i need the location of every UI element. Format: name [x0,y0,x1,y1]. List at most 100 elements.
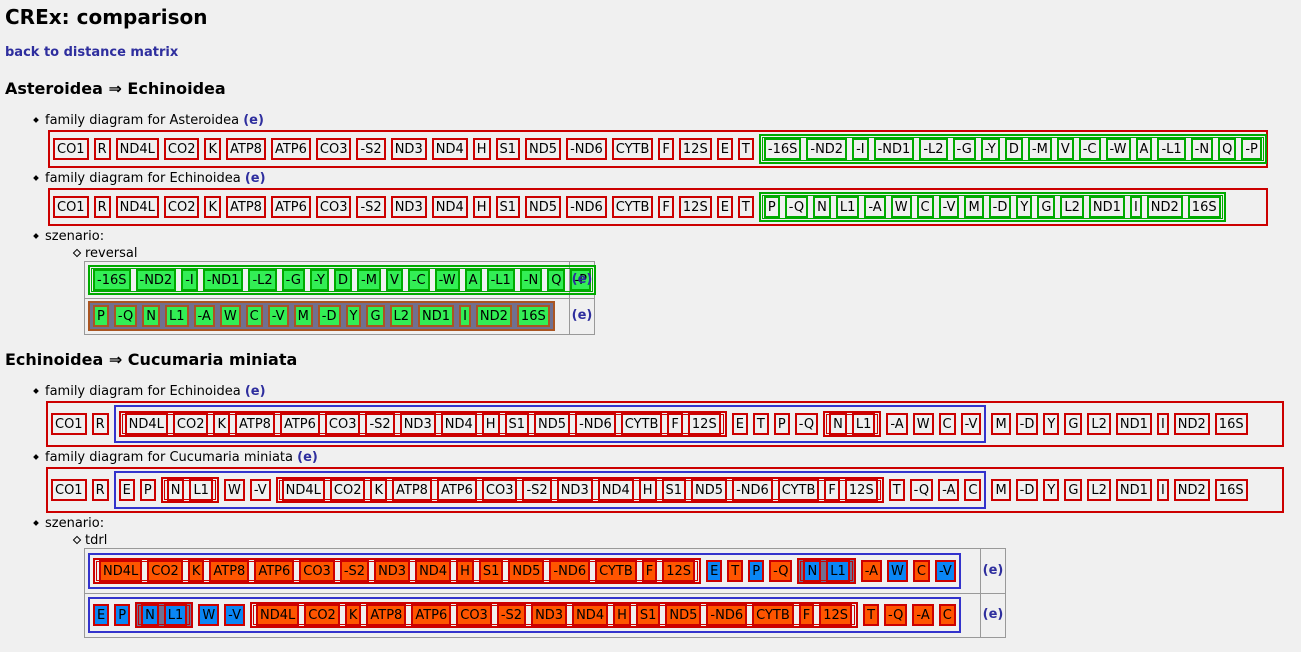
gene-nd5: ND5 [525,138,562,160]
gene-atp8: ATP8 [235,413,275,435]
family-diagram-label: family diagram for Asteroidea (e) [45,113,264,128]
export-link[interactable]: (e) [982,563,1004,578]
gene-t: T [727,560,744,582]
gene-atp6: ATP6 [411,604,452,626]
gene-s1: S1 [635,604,661,626]
gene-l2: L2 [1087,479,1111,501]
gene-neg-d: -D [1015,479,1039,501]
gene-co3: CO3 [456,604,492,626]
gene-nd1: ND1 [1115,413,1152,435]
gene-neg-a: -A [912,604,934,626]
gene-12s: 12S [844,479,878,501]
gene-16s: 16S [1214,413,1248,435]
gene-h: H [638,479,657,501]
gene-neg-a: -A [864,196,886,218]
gene-12s: 12S [678,138,712,160]
gene-nd4: ND4 [431,196,468,218]
gene-p: P [773,413,790,435]
export-link[interactable]: (e) [244,384,266,399]
export-link[interactable]: (e) [571,308,593,323]
gene-neg-m: -M [1027,138,1052,160]
gene-neg-d: -D [317,305,341,327]
gene-atp6: ATP6 [279,413,320,435]
export-link[interactable]: (e) [982,607,1004,622]
family-diagram-label: family diagram for Echinoidea (e) [45,171,266,186]
gene-t: T [737,196,754,218]
gene-w: W [223,479,245,501]
gene-nd1: ND1 [1115,479,1152,501]
export-link[interactable]: (e) [297,450,318,465]
gene-neg-q: -Q [794,413,819,435]
gene-i: I [1156,479,1169,501]
gene-s1: S1 [504,413,530,435]
gene-atp6: ATP6 [436,479,477,501]
gene-p: P [763,196,780,218]
gene-e: E [716,138,733,160]
gene-nd4: ND4 [440,413,477,435]
gene-nd2: ND2 [1146,196,1183,218]
gene-m: M [964,196,984,218]
gene-m: M [991,479,1011,501]
operation-label-reversal: reversal [85,246,138,261]
gene-neg-16s: -16S [763,138,802,160]
gene-nd2: ND2 [475,305,512,327]
gene-neg-nd2: -ND2 [806,138,848,160]
gene-nd4l: ND4L [124,413,168,435]
gene-l1: L1 [851,413,876,435]
gene-neg-nd2: -ND2 [135,269,177,291]
gene-co3: CO3 [299,560,335,582]
gene-co1: CO1 [53,196,89,218]
gene-neg-nd6: -ND6 [549,560,591,582]
gene-k: K [344,604,362,626]
gene-s1: S1 [478,560,504,582]
gene-co3: CO3 [315,138,352,160]
gene-y: Y [345,305,362,327]
gene-n: N [142,305,160,327]
gene-e: E [93,604,110,626]
gene-16s: 16S [1214,479,1248,501]
gene-neg-v: -V [224,604,245,626]
gene-nd2: ND2 [1173,413,1210,435]
gene-s1: S1 [495,196,521,218]
gene-r: R [91,479,109,501]
gene-h: H [613,604,631,626]
gene-s1: S1 [495,138,521,160]
export-link[interactable]: (e) [243,113,264,128]
gene-co1: CO1 [53,138,89,160]
back-to-distance-matrix-link[interactable]: back to distance matrix [5,45,179,60]
export-link[interactable]: (e) [244,171,266,186]
gene-w: W [219,305,241,327]
gene-w: W [887,560,908,582]
gene-f: F [641,560,658,582]
gene-neg-i: -I [852,138,869,160]
gene-c: C [964,479,982,501]
gene-neg-c: -C [1078,138,1101,160]
gene-p: P [93,305,109,327]
gene-atp8: ATP8 [226,138,266,160]
gene-12s: 12S [662,560,696,582]
gene-m: M [293,305,313,327]
gene-c: C [912,560,930,582]
gene-neg-s2: -S2 [496,604,527,626]
section-heading-asteroidea-echinoidea: Asteroidea ⇒ Echinoidea [5,79,226,98]
export-link[interactable]: (e) [571,272,593,287]
gene-r: R [91,413,109,435]
gene-h: H [472,196,491,218]
gene-cytb: CYTB [611,138,654,160]
gene-neg-q: -Q [113,305,138,327]
gene-neg-l2: -L2 [919,138,948,160]
gene-nd4: ND4 [572,604,609,626]
gene-c: C [938,604,956,626]
gene-neg-nd6: -ND6 [732,479,773,501]
